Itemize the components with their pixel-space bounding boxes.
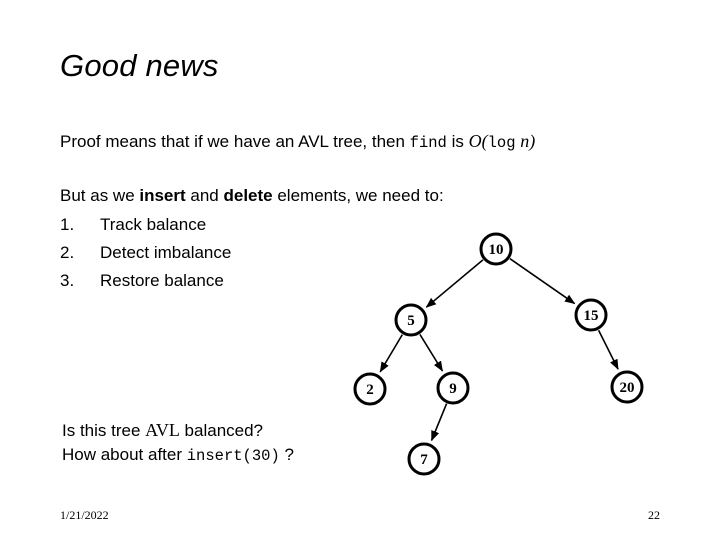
list-item-number: 2. [60, 243, 75, 262]
tree-edges [379, 258, 619, 442]
tree-nodes: 10 5 15 2 9 20 7 [353, 232, 644, 476]
insert-text-part1: But as we [60, 186, 140, 205]
question-line-1: Is this tree AVL balanced? [62, 418, 294, 443]
insert-delete-statement: But as we insert and delete elements, we… [60, 185, 444, 207]
tree-node-label: 7 [420, 452, 428, 468]
footer-date: 1/21/2022 [60, 508, 109, 522]
list-item: 2. Detect imbalance [60, 243, 360, 271]
list-item: 3. Restore balance [60, 271, 360, 299]
tree-node-label: 2 [366, 382, 374, 398]
proof-text-part1: Proof means that if we have an AVL tree,… [60, 132, 410, 151]
avl-term: AVL [145, 420, 180, 440]
proof-text-part2: is [446, 132, 469, 151]
tree-node-circle [436, 371, 470, 405]
tree-node-label: 15 [584, 308, 599, 324]
list-item-label: Track balance [100, 215, 207, 234]
question1-part2: balanced? [179, 421, 264, 440]
big-o-symbol: O [468, 131, 482, 151]
tree-node-circle [610, 370, 644, 404]
tree-node-circle [394, 303, 428, 337]
tree-edge-root-to-right [509, 258, 576, 305]
code-insert-30: insert(30) [186, 447, 280, 465]
tree-node-circle [574, 298, 608, 332]
page-title: Good news [60, 48, 219, 83]
variable-n: n [520, 131, 530, 151]
tree-node-circle [407, 442, 441, 476]
tree-node-2: 2 [353, 372, 387, 406]
tree-node-10: 10 [479, 232, 513, 266]
tree-edge-left-to-lr [419, 334, 444, 372]
question2-part1: How about after [62, 445, 187, 464]
tree-node-9: 9 [436, 371, 470, 405]
list-item: 1. Track balance [60, 215, 360, 243]
tree-node-7: 7 [407, 442, 441, 476]
proof-statement: Proof means that if we have an AVL tree,… [60, 130, 535, 154]
tree-node-label: 20 [620, 380, 635, 396]
paren-open: ( [481, 131, 488, 151]
question-block: Is this tree AVL balanced? How about aft… [62, 418, 294, 468]
tree-edge-left-to-ll [379, 334, 404, 373]
tree-node-label: 9 [449, 381, 457, 397]
tree-node-label: 5 [407, 313, 415, 329]
keyword-delete: delete [223, 186, 273, 205]
list-item-label: Detect imbalance [100, 243, 232, 262]
question-line-2: How about after insert(30) ? [62, 443, 294, 468]
paren-close: ) [529, 131, 536, 151]
code-log: log [487, 134, 516, 152]
list-item-number: 1. [60, 215, 75, 234]
code-find: find [409, 134, 447, 152]
insert-text-part2: and [185, 186, 224, 205]
tree-node-5: 5 [394, 303, 428, 337]
tree-node-20: 20 [610, 370, 644, 404]
insert-text-part3: elements, we need to: [272, 186, 444, 205]
tree-node-15: 15 [574, 298, 608, 332]
question2-part2: ? [279, 445, 294, 464]
list-item-number: 3. [60, 271, 75, 290]
question1-part1: Is this tree [62, 421, 146, 440]
tree-edge-lr-to-lrl [430, 403, 448, 442]
steps-list: 1. Track balance 2. Detect imbalance 3. … [60, 215, 360, 299]
tree-node-circle [479, 232, 513, 266]
footer-page-number: 22 [648, 508, 660, 522]
tree-node-circle [353, 372, 387, 406]
list-item-label: Restore balance [100, 271, 224, 290]
keyword-insert: insert [139, 186, 186, 205]
tree-node-label: 10 [489, 242, 504, 258]
tree-edge-root-to-left [425, 259, 484, 308]
tree-edge-right-to-rr [597, 329, 619, 370]
